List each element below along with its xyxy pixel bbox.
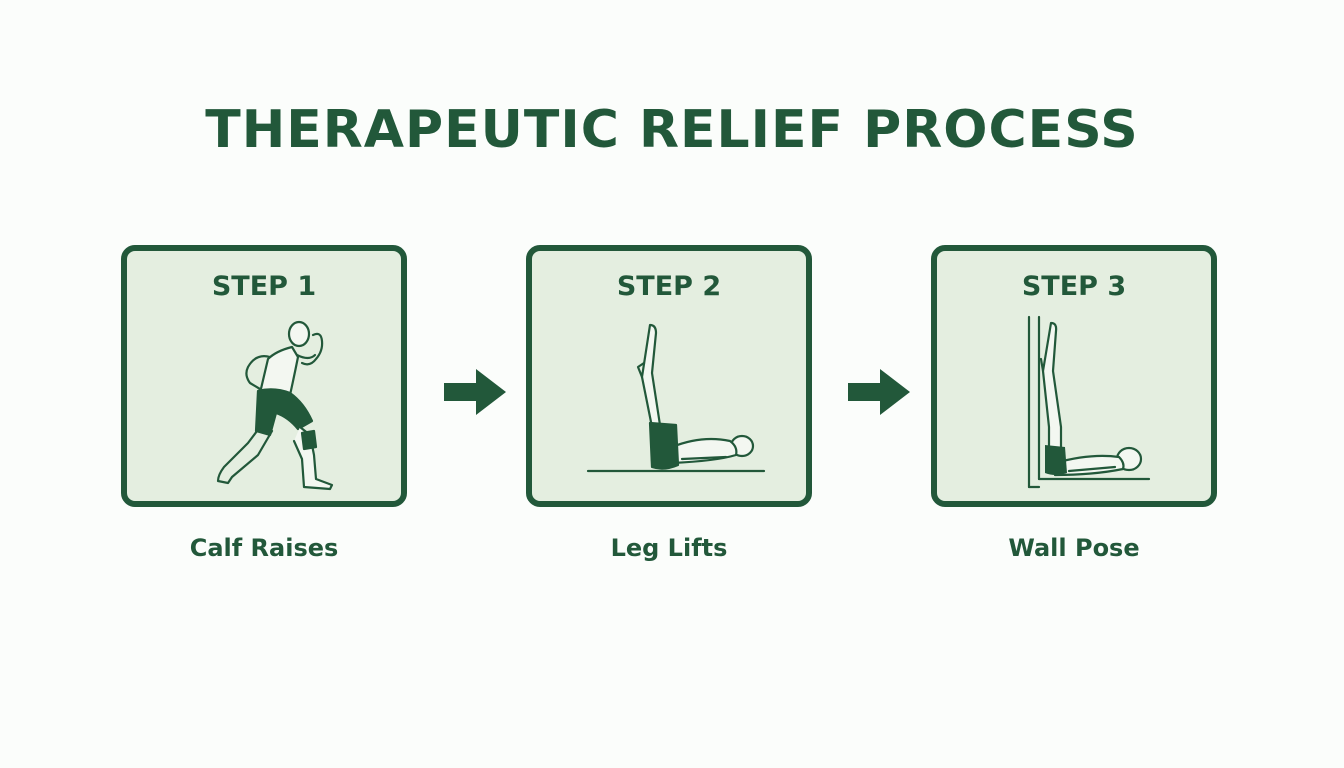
supine-leg-lift-figure-icon: [586, 323, 766, 473]
arrow-right-icon: [444, 369, 506, 415]
step-caption-wall-pose: Wall Pose: [1008, 534, 1140, 562]
step-caption-leg-lifts: Leg Lifts: [610, 534, 728, 562]
step-card-3: STEP 3: [931, 245, 1217, 507]
arrow-right-icon: [848, 369, 910, 415]
running-lunge-figure-icon: [216, 320, 334, 491]
step-card-1: STEP 1: [121, 245, 407, 507]
step-label: STEP 3: [1021, 271, 1127, 302]
page-title: THERAPEUTIC RELIEF PROCESS: [205, 100, 1139, 160]
legs-up-wall-figure-icon: [1027, 315, 1151, 489]
step-label: STEP 1: [211, 271, 317, 302]
step-label: STEP 2: [616, 271, 722, 302]
step-caption-calf-raises: Calf Raises: [189, 534, 339, 562]
step-card-2: STEP 2: [526, 245, 812, 507]
